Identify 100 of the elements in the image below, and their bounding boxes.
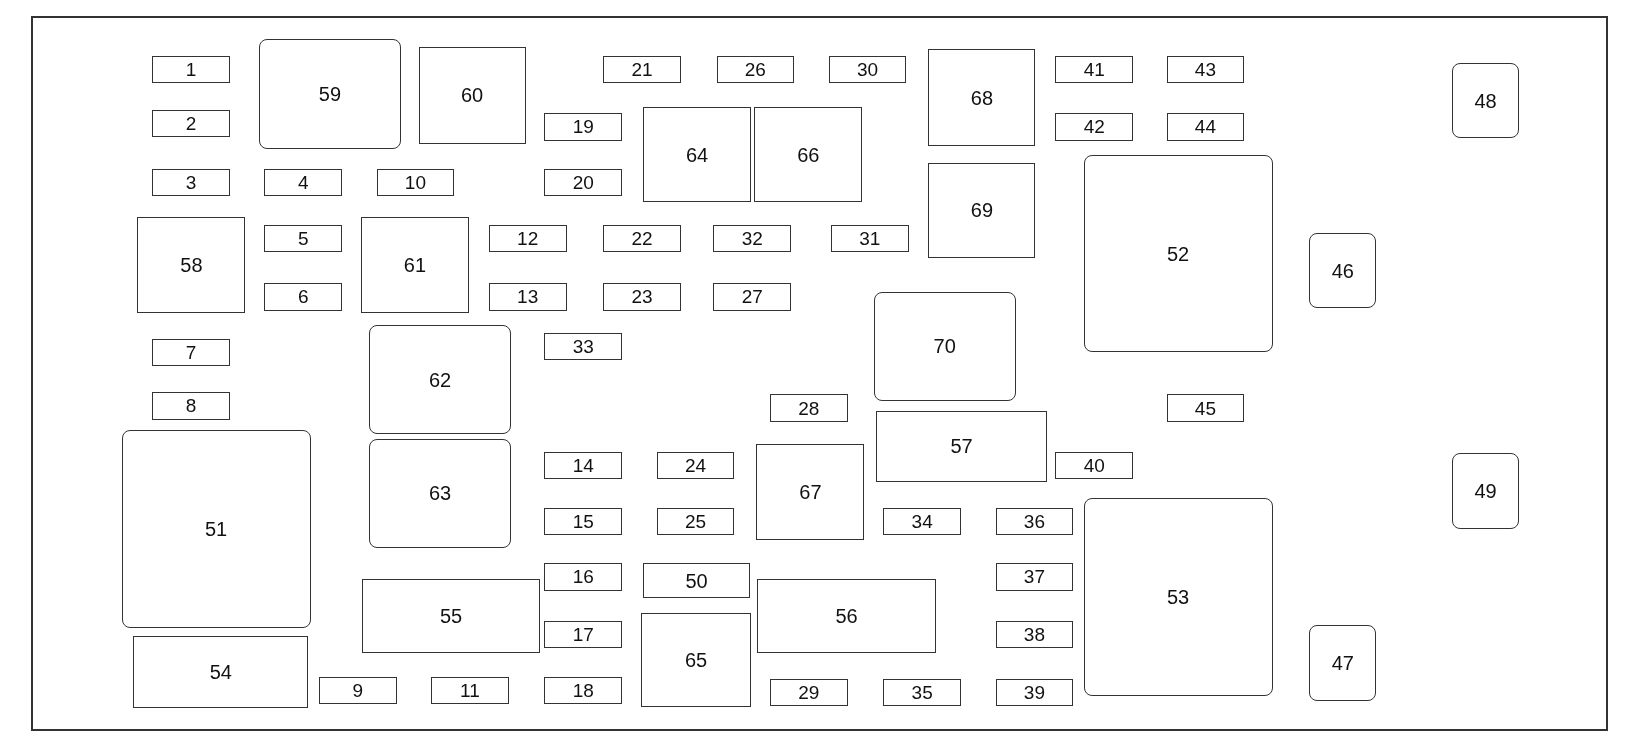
slot-number: 29 [798,682,820,702]
slot-number: 24 [684,456,707,476]
fuse-slot [152,110,230,138]
fuse-slot [1166,113,1245,141]
slot-number: 9 [352,680,363,700]
fuse-slot [603,55,681,83]
relay-box [369,438,511,548]
relay-slot [418,47,526,144]
slot-number: 10 [404,173,426,193]
fuse-slot [656,452,735,480]
slot-number: 33 [572,336,594,356]
slot-number: 39 [1023,682,1045,702]
slot-number: 67 [799,482,822,502]
slot-number: 8 [185,396,197,416]
slot-number: 63 [428,483,452,504]
fuse-slot [995,621,1074,649]
relay-box [873,291,1016,401]
fuse-slot [770,394,848,422]
fuse-slot [883,678,961,707]
fuse-slot [603,283,681,311]
slot-number: 40 [1083,456,1105,476]
fuse-slot [431,676,509,704]
fuse-slot [1166,55,1245,83]
fuse-slot [770,678,848,707]
relay-box [121,430,311,629]
slot-number: 64 [686,144,709,165]
slot-number: 5 [297,228,309,248]
relay-box [1083,155,1273,353]
slot-number: 15 [572,511,594,531]
slot-number: 19 [572,117,594,137]
slot-number: 20 [572,173,594,193]
fuse-slot [264,283,342,311]
slot-number: 7 [185,343,197,362]
slot-number: 43 [1194,59,1216,79]
slot-number: 11 [460,680,480,700]
slot-number: 55 [440,605,463,626]
slot-number: 69 [970,200,994,221]
slot-number: 28 [798,398,820,418]
relay-slot [641,612,752,708]
fuse-slot [264,224,342,252]
fuse-slot [376,168,455,197]
fuse-slot [713,283,791,311]
slot-number: 35 [911,682,933,702]
fuse-slot [995,563,1074,591]
slot-number: 37 [1023,567,1045,587]
slot-number: 17 [572,625,594,645]
relay-slot [876,411,1047,482]
slot-number: 58 [180,254,203,275]
slot-number: 57 [950,436,973,457]
fuse-slot [152,338,230,367]
slot-number: 25 [684,511,707,531]
relay-box [1451,453,1520,529]
slot-number: 51 [204,519,228,540]
slot-number: 27 [741,287,763,307]
fuse-slot [544,563,623,591]
slot-number: 52 [1167,243,1190,264]
slot-number: 26 [744,59,766,79]
relay-box [369,325,511,435]
slot-number: 18 [572,680,594,700]
slot-number: 41 [1083,59,1105,79]
slot-number: 2 [185,114,197,134]
slot-number: 36 [1023,511,1045,531]
fuse-slot [152,168,230,197]
relay-slot [928,162,1036,259]
fuse-slot [1055,55,1133,83]
slot-number: 50 [685,570,708,591]
slot-number: 6 [297,287,309,307]
slot-number: 44 [1194,117,1216,137]
relay-slot [643,563,751,598]
fuse-slot [544,332,623,360]
fuse-slot [544,676,623,704]
slot-number: 3 [185,173,197,193]
slot-number: 34 [911,511,933,531]
slot-number: 1 [185,59,197,79]
slot-number: 70 [933,336,956,357]
fuse-slot [318,676,397,704]
slot-number: 13 [517,287,539,307]
fuse-slot [828,55,907,83]
fuse-slot [544,507,623,536]
slot-number: 45 [1194,398,1216,418]
relay-box [1309,232,1377,309]
fuse-slot [544,168,623,197]
fuse-slot [1055,452,1133,480]
fuse-slot [152,55,230,83]
fuse-slot [713,224,791,252]
fuse-slot [544,621,623,649]
fuse-slot [830,224,909,252]
relay-slot [361,579,541,653]
fuse-slot [716,55,795,83]
fuse-slot [995,678,1074,707]
slot-number: 65 [684,649,708,670]
slot-number: 14 [572,456,594,476]
relay-slot [756,443,865,541]
relay-slot [754,107,863,203]
relay-slot [643,107,752,203]
slot-number: 47 [1331,653,1354,674]
slot-number: 32 [741,228,763,248]
fuse-slot [883,507,961,536]
fuse-slot [656,507,735,536]
slot-number: 4 [297,173,309,193]
